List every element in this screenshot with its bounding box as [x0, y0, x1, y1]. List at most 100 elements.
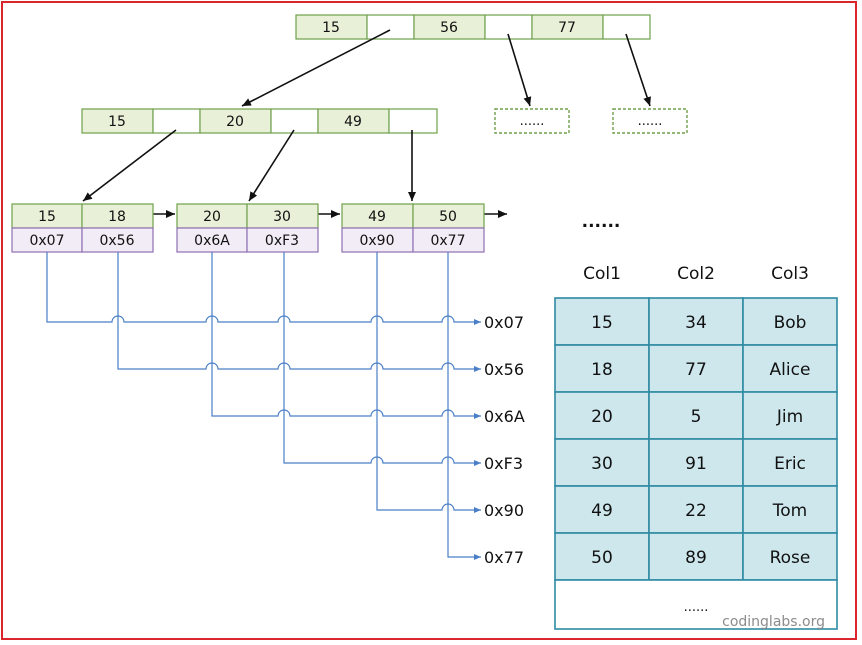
table-cell-value: Alice [770, 360, 811, 380]
table-cell-value: Bob [774, 313, 807, 333]
table-cell [742, 297, 838, 346]
internal-key-label: 49 [344, 114, 362, 130]
internal-key-label: 15 [108, 114, 126, 130]
root-key-label: 56 [440, 20, 458, 36]
placeholder-node: ...... [494, 108, 570, 134]
leaf-continuation-ellipsis: ...... [582, 212, 621, 232]
table-cell [648, 485, 744, 534]
address-labels: 0x07 0x56 0x6A 0xF3 0x90 0x77 [484, 313, 525, 567]
leaf-key-label: 50 [439, 209, 457, 225]
table-cell [742, 391, 838, 440]
table-cell-value: Rose [770, 548, 811, 568]
table-cell-value: Eric [774, 454, 806, 474]
table-cell [742, 532, 838, 581]
table-cell [648, 344, 744, 393]
leaf-address-cell [11, 227, 83, 253]
leaf-key-label: 30 [273, 209, 291, 225]
leaf-node: 20 30 0x6A 0xF3 [176, 203, 319, 253]
table-cell-value: 49 [591, 501, 613, 521]
table-cell-value: 34 [685, 313, 707, 333]
internal-key-cell [199, 108, 272, 134]
leaf-node: 15 18 0x07 0x56 [11, 203, 154, 253]
data-table: Col1 Col2 Col3 15 34 Bob 18 77 Alic [554, 264, 838, 630]
root-node: 15 56 77 [295, 14, 651, 40]
table-cell-value: 30 [591, 454, 613, 474]
leaf-key-label: 15 [38, 209, 56, 225]
root-key-cell [295, 14, 368, 40]
address-label: 0x77 [484, 548, 524, 567]
address-label: 0x6A [484, 407, 525, 426]
leaf-key-cell [11, 203, 83, 229]
placeholder-node-box [494, 108, 570, 134]
leaf-address-label: 0x6A [194, 233, 230, 249]
leaf-address-label: 0x77 [430, 233, 465, 249]
internal-pointer-cell [388, 108, 438, 134]
leaf-key-label: 49 [368, 209, 386, 225]
root-key-cell [413, 14, 486, 40]
address-label: 0x07 [484, 313, 524, 332]
leaf-key-label: 20 [203, 209, 221, 225]
connector-line [117, 252, 481, 372]
tree-arrow [507, 33, 532, 107]
connector-line [283, 252, 481, 466]
table-empty-row [554, 579, 838, 630]
root-pointer-cell [366, 14, 415, 40]
internal-pointer-cell [270, 108, 319, 134]
tree-arrow [625, 33, 651, 107]
table-cell-value: Jim [776, 407, 803, 427]
connector-line [46, 252, 481, 325]
connector-line [376, 252, 481, 513]
placeholder-node: ...... [612, 108, 688, 134]
leaf-address-label: 0x07 [29, 233, 64, 249]
address-connectors [46, 252, 481, 560]
table-cell-value: 22 [685, 501, 707, 521]
table-cell [554, 485, 650, 534]
tree-arrows [82, 29, 651, 218]
address-label: 0x56 [484, 360, 524, 379]
table-cell-value: 89 [685, 548, 707, 568]
table-cell [742, 485, 838, 534]
tree-arrow [241, 29, 391, 107]
internal-key-cell [81, 108, 154, 134]
leaf-key-label: 18 [108, 209, 126, 225]
placeholder-node-box [612, 108, 688, 134]
table-cell [648, 297, 744, 346]
table-cell-value: 5 [691, 407, 702, 427]
table-header: Col2 [677, 264, 715, 284]
table-cell [554, 438, 650, 487]
leaf-address-label: 0xF3 [265, 233, 299, 249]
watermark: codinglabs.org [722, 614, 825, 630]
table-header: Col3 [771, 264, 809, 284]
leaf-address-cell [176, 227, 248, 253]
table-ellipsis: ...... [684, 600, 709, 615]
tree-arrow [248, 129, 295, 202]
table-header: Col1 [583, 264, 621, 284]
root-key-label: 15 [322, 20, 340, 36]
table-cell [554, 344, 650, 393]
leaf-address-label: 0x90 [359, 233, 394, 249]
table-cell-value: 91 [685, 454, 707, 474]
table-cell [742, 438, 838, 487]
internal-key-label: 20 [226, 114, 244, 130]
leaf-address-cell [412, 227, 485, 253]
address-label: 0x90 [484, 501, 524, 520]
table-cell-value: 20 [591, 407, 613, 427]
table-cell-value: 50 [591, 548, 613, 568]
root-key-cell [531, 14, 604, 40]
connector-line [211, 252, 481, 419]
placeholder-node-label: ...... [520, 114, 545, 129]
connector-line [447, 252, 481, 560]
internal-node: 15 20 49 [81, 108, 438, 134]
table-cell-value: 15 [591, 313, 613, 333]
leaf-address-label: 0x56 [99, 233, 134, 249]
root-key-label: 77 [558, 20, 576, 36]
table-cell-value: 18 [591, 360, 613, 380]
address-label: 0xF3 [484, 454, 523, 473]
tree-arrow [82, 129, 177, 202]
table-cell-value: Tom [772, 501, 807, 521]
table-cell [648, 391, 744, 440]
leaf-key-cell [81, 203, 154, 229]
internal-key-cell [317, 108, 390, 134]
